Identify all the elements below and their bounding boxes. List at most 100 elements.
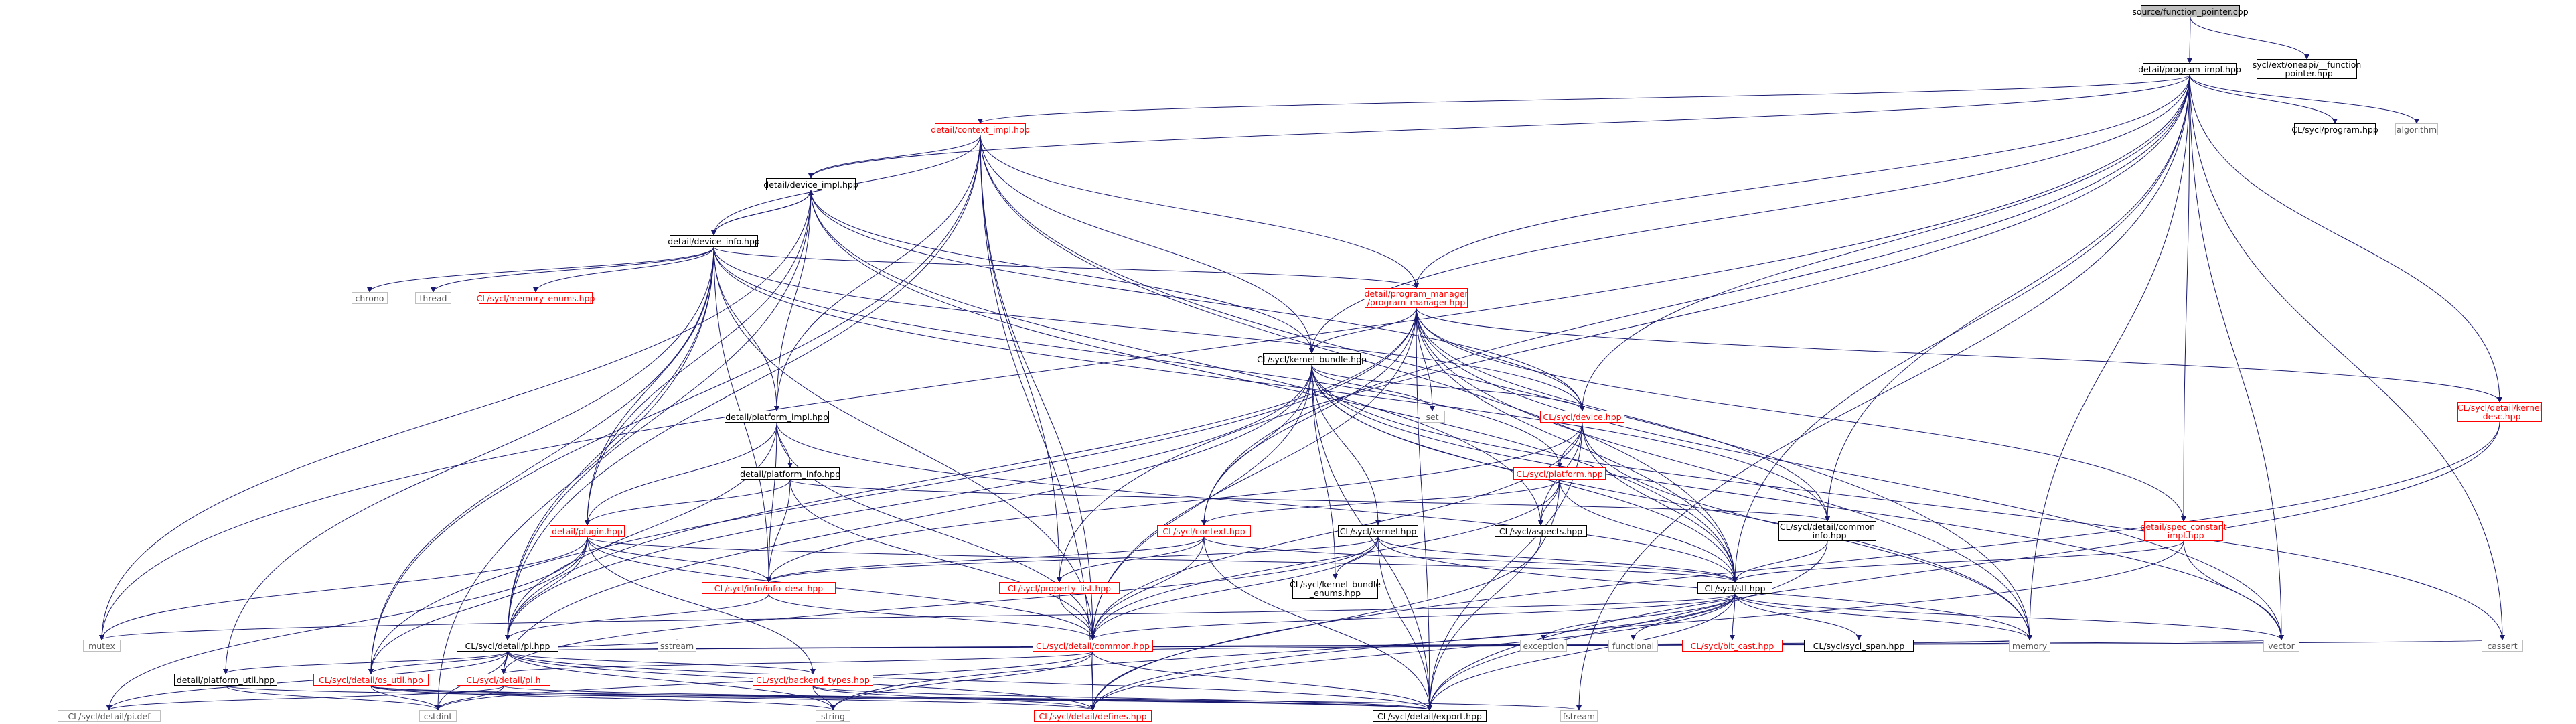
edge-stl-to-export	[1427, 593, 1736, 711]
edge-program_impl-to-property_list	[1057, 74, 2190, 583]
edge-device_info-to-platform_util	[223, 246, 714, 674]
node-platform[interactable]: CL/sycl/platform.hpp	[1513, 467, 1606, 480]
node-device-impl[interactable]: detail/device_impl.hpp	[763, 178, 858, 190]
edge-plugin-to-pi_hpp	[505, 536, 588, 640]
edge-stl-to-exception	[1541, 593, 1736, 640]
edge-stl-to-bit_cast	[1730, 593, 1736, 640]
edge-kernel_bundle-to-vector	[1311, 364, 2284, 640]
node-bit-cast[interactable]: CL/sycl/bit_cast.hpp	[1682, 640, 1783, 652]
node-pi-h[interactable]: CL/sycl/detail/pi.h	[457, 674, 550, 686]
edge-device_info-to-platform_impl	[713, 246, 779, 411]
edge-program_manager-to-os_util	[368, 307, 1417, 674]
node-thread[interactable]: thread	[415, 292, 451, 304]
node-cassert[interactable]: cassert	[2482, 640, 2523, 652]
node-defines[interactable]: CL/sycl/detail/defines.hpp	[1034, 710, 1152, 722]
node-kernel[interactable]: CL/sycl/kernel.hpp	[1338, 525, 1418, 537]
node-kernel-bundle[interactable]: CL/sycl/kernel_bundle.hpp	[1257, 353, 1367, 365]
edge-context_impl-to-kernel_bundle	[980, 135, 1314, 354]
node-functional[interactable]: functional	[1608, 640, 1658, 652]
edge-info_desc-to-pi_hpp	[505, 593, 769, 640]
edge-program_manager-to-pi_hpp	[505, 307, 1417, 640]
node-property-list[interactable]: CL/sycl/property_list.hpp	[999, 582, 1120, 594]
node-pi-def[interactable]: CL/sycl/detail/pi.def	[58, 710, 161, 722]
edge-context_impl-to-defines	[980, 135, 1095, 711]
edge-kernel_bundle-to-context	[1201, 364, 1312, 526]
node-info-desc[interactable]: CL/sycl/info/info_desc.hpp	[702, 582, 836, 594]
node-backend-types[interactable]: CL/sycl/backend_types.hpp	[753, 674, 873, 686]
node-set[interactable]: set	[1420, 411, 1445, 423]
node-memory[interactable]: memory	[2009, 640, 2050, 652]
node-cl-program[interactable]: CL/sycl/program.hpp	[2291, 123, 2378, 135]
node-sstream[interactable]: sstream	[658, 640, 696, 652]
node-context[interactable]: CL/sycl/context.hpp	[1157, 525, 1251, 537]
node-device[interactable]: CL/sycl/device.hpp	[1540, 411, 1624, 423]
edge-backend_types-to-string	[812, 685, 836, 711]
node-program-manager[interactable]: detail/program_manager /program_manager.…	[1364, 288, 1468, 308]
edge-kernel_bundle-to-pi_hpp	[505, 364, 1312, 640]
edge-kernel_bundle-to-common	[1090, 364, 1312, 640]
node-root[interactable]: source/function_pointer.cpp	[2132, 5, 2249, 17]
node-sycl-span[interactable]: CL/sycl/sycl_span.hpp	[1804, 640, 1914, 652]
edge-program_manager-to-device	[1416, 307, 1585, 411]
edge-device_info-to-device_impl	[713, 190, 814, 236]
edge-common-to-export	[1092, 651, 1432, 711]
edge-program_manager-to-memory	[1416, 307, 2032, 640]
node-chrono[interactable]: chrono	[352, 292, 388, 304]
node-export[interactable]: CL/sycl/detail/export.hpp	[1373, 710, 1487, 722]
edge-program_manager-to-export	[1416, 307, 1432, 711]
edge-program_impl-to-common_info	[1825, 74, 2190, 522]
node-algorithm[interactable]: algorithm	[2395, 123, 2438, 135]
node-platform-impl[interactable]: detail/platform_impl.hpp	[725, 411, 829, 423]
node-exception[interactable]: exception	[1520, 640, 1567, 652]
edge-platform-to-context	[1201, 479, 1560, 526]
node-platform-info[interactable]: detail/platform_info.hpp	[740, 467, 840, 480]
node-cstdint[interactable]: cstdint	[419, 710, 457, 722]
node-aspects[interactable]: CL/sycl/aspects.hpp	[1495, 525, 1587, 537]
edge-device_info-to-common	[713, 246, 1095, 640]
edge-device_impl-to-aspects	[810, 190, 1543, 526]
node-common-info[interactable]: CL/sycl/detail/common _info.hpp	[1778, 521, 1876, 541]
edge-context_impl-to-common	[980, 135, 1095, 640]
edge-kernel_bundle-to-cassert	[1311, 364, 2505, 640]
edge-program_manager-to-kernel_desc	[1416, 307, 2502, 403]
edge-kernel-to-kernel_bundle_enums	[1333, 536, 1379, 579]
edge-backend_types-to-defines	[812, 685, 1095, 711]
edge-platform_info-to-common_info	[789, 479, 1830, 522]
edge-stl-to-string	[830, 593, 1736, 711]
node-fstream[interactable]: fstream	[1560, 710, 1598, 722]
kernel-desc-node[interactable]: CL/sycl/detail/kernel _desc.hpp	[2457, 402, 2543, 422]
edge-device_info-to-chrono	[367, 246, 714, 293]
node-string[interactable]: string	[816, 710, 850, 722]
edge-stl-to-memory	[1734, 593, 2032, 640]
node-memory-enums[interactable]: CL/sycl/memory_enums.hpp	[476, 292, 595, 304]
node-device-info[interactable]: detail/device_info.hpp	[668, 235, 760, 247]
edge-platform_impl-to-common	[776, 422, 1095, 640]
edge-device_info-to-program_manager	[713, 246, 1419, 289]
edge-common-to-string	[830, 651, 1093, 711]
edge-platform_info-to-plugin	[585, 479, 791, 526]
edge-platform-to-common	[1090, 479, 1560, 640]
edge-platform-to-stl	[1559, 479, 1738, 583]
node-vector[interactable]: vector	[2263, 640, 2299, 652]
edge-plugin-to-info_desc	[587, 536, 771, 583]
node-plugin[interactable]: detail/plugin.hpp	[550, 525, 625, 537]
node-platform-util[interactable]: detail/platform_util.hpp	[174, 674, 277, 686]
edge-context_impl-to-device_impl	[808, 135, 981, 179]
edge-kernel-to-common	[1090, 536, 1379, 640]
edge-device_info-to-common_info	[713, 246, 1830, 522]
node-mutex[interactable]: mutex	[83, 640, 121, 652]
node-common[interactable]: CL/sycl/detail/common.hpp	[1033, 640, 1153, 652]
node-program-impl[interactable]: detail/program_impl.hpp	[2138, 63, 2241, 75]
edge-program_impl-to-program_manager	[1414, 74, 2190, 289]
edge-common-to-pi_h	[501, 651, 1093, 674]
node-ext-function-pointer[interactable]: sycl/ext/oneapi/__function _pointer.hpp	[2252, 59, 2362, 79]
node-kernel-bundle-enums[interactable]: CL/sycl/kernel_bundle _enums.hpp	[1290, 579, 1381, 599]
edge-program_impl-to-cassert	[2189, 74, 2505, 640]
node-context-impl[interactable]: detail/context_impl.hpp	[931, 123, 1030, 135]
edge-device_info-to-pi_hpp	[505, 246, 714, 640]
node-os-util[interactable]: CL/sycl/detail/os_util.hpp	[313, 674, 429, 686]
node-spec-constant-impl[interactable]: detail/spec_constant _impl.hpp	[2140, 521, 2227, 541]
node-pi-hpp[interactable]: CL/sycl/detail/pi.hpp	[457, 640, 558, 652]
node-stl[interactable]: CL/sycl/stl.hpp	[1697, 582, 1772, 594]
edge-kernel_bundle-to-pi_h	[501, 364, 1312, 674]
